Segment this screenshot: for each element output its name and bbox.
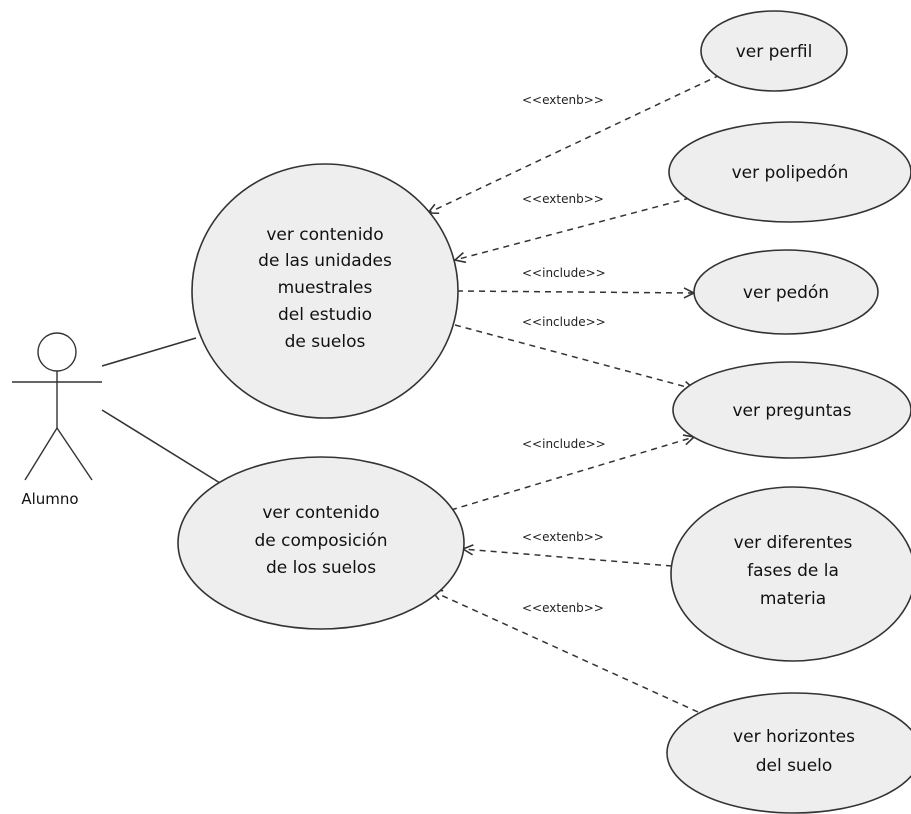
association-composicion	[101, 409, 221, 484]
dependency-fases	[463, 549, 673, 567]
dependency-polipedon	[455, 197, 691, 260]
stereotype-label: <<extenb>>	[522, 192, 604, 206]
use-case-ver-polipedon[interactable]: ver polipedón	[668, 121, 911, 223]
use-case-label-line: de los suelos	[266, 558, 376, 578]
use-case-label-line: materia	[760, 589, 826, 609]
actor-label: Alumno	[21, 490, 78, 508]
use-case-label-line: ver contenido	[262, 503, 379, 523]
use-case-label-line: ver pedón	[743, 283, 829, 303]
use-case-ver-horizontes[interactable]: ver horizontes del suelo	[666, 692, 911, 814]
use-case-ellipse	[191, 163, 459, 419]
use-case-label-line: muestrales	[278, 278, 373, 298]
use-case-ver-preguntas[interactable]: ver preguntas	[672, 361, 911, 459]
actor-alumno[interactable]: Alumno	[12, 332, 102, 508]
stereotype-label: <<include>>	[522, 266, 606, 280]
actor-head	[37, 332, 77, 372]
use-case-label-line: del suelo	[756, 756, 833, 776]
dependency-preguntas-1	[454, 324, 694, 389]
dependency-horizontes	[432, 591, 699, 713]
use-case-label-line: ver polipedón	[732, 163, 849, 183]
use-case-label-line: ver preguntas	[732, 401, 851, 421]
use-case-ver-diferentes-fases[interactable]: ver diferentes fases de la materia	[670, 486, 911, 662]
use-case-ver-perfil[interactable]: ver perfil	[700, 10, 848, 92]
use-case-ver-contenido-composicion[interactable]: ver contenido de composición de los suel…	[177, 456, 465, 630]
use-case-label-line: ver contenido	[266, 225, 383, 245]
use-case-label-line: de composición	[255, 531, 388, 551]
stereotype-label: <<extenb>>	[522, 93, 604, 107]
use-case-label-line: ver diferentes	[734, 533, 853, 553]
stereotype-label: <<include>>	[522, 437, 606, 451]
use-case-ellipse	[670, 486, 911, 662]
use-case-ellipse	[668, 121, 911, 223]
use-case-ver-pedon[interactable]: ver pedón	[693, 249, 879, 335]
stereotype-label: <<extenb>>	[522, 530, 604, 544]
actor-leg-left	[24, 427, 58, 481]
dependency-lines	[428, 74, 721, 713]
actor-leg-right	[56, 427, 93, 481]
use-case-ellipse	[177, 456, 465, 630]
use-case-label-line: ver horizontes	[733, 727, 855, 747]
use-case-ellipse	[672, 361, 911, 459]
association-unidades	[101, 337, 197, 367]
use-case-label-line: fases de la	[747, 561, 839, 581]
use-case-label-line: de suelos	[285, 332, 366, 352]
stereotype-label: <<extenb>>	[522, 601, 604, 615]
dependency-pedon	[456, 291, 694, 293]
use-case-ver-contenido-unidades[interactable]: ver contenido de las unidades muestrales…	[191, 163, 459, 419]
dependency-preguntas-2	[450, 437, 694, 511]
use-case-label-line: del estudio	[278, 305, 372, 325]
dependency-perfil	[428, 74, 721, 213]
use-case-ellipse	[693, 249, 879, 335]
stereotype-label: <<include>>	[522, 315, 606, 329]
use-case-label-line: ver perfil	[736, 42, 813, 62]
use-case-ellipse	[666, 692, 911, 814]
use-case-ellipse	[700, 10, 848, 92]
use-case-label-line: de las unidades	[258, 251, 392, 271]
